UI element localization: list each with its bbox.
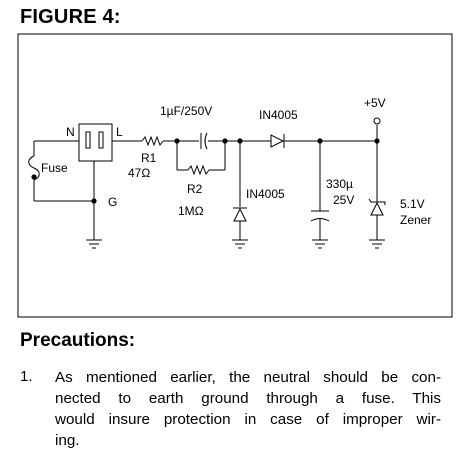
- list-item-line: As mentioned earlier, the neutral should…: [55, 369, 441, 386]
- shunt-diode-label: IN4005: [246, 187, 285, 201]
- filter-cap-voltage-label: 25V: [333, 193, 354, 207]
- r1-resistor: [141, 135, 164, 147]
- junction-dot: [317, 138, 323, 144]
- series-diode-body: [270, 134, 285, 148]
- diagram-border: [17, 33, 453, 318]
- shunt-diode-body: [233, 207, 247, 222]
- plug-pin-neutral: [85, 131, 91, 149]
- ground-pin-label: G: [108, 195, 117, 209]
- r1-name-label: R1: [141, 151, 157, 165]
- plug-pin-live: [98, 131, 104, 149]
- r2-value-label: 1MΩ: [178, 204, 204, 218]
- list-item-line: nected to earth ground through a fuse. T…: [55, 390, 441, 407]
- filter-cap-plate-bottom: [310, 218, 330, 222]
- list-item-line: ing.: [55, 432, 80, 449]
- ground-symbol: [312, 239, 328, 249]
- vplus-terminal: [373, 117, 381, 125]
- ground-symbol: [369, 239, 385, 249]
- series-diode-label: IN4005: [259, 108, 298, 122]
- list-item-line: would insure protection in case of impro…: [55, 411, 441, 428]
- junction-dot: [31, 174, 37, 180]
- zener-value-label: 5.1V: [400, 197, 425, 211]
- capacitor-label: 1µF/250V: [160, 104, 212, 118]
- capacitor-plate-right: [204, 132, 208, 150]
- fuse-label: Fuse: [41, 161, 68, 175]
- zener-name-label: Zener: [400, 213, 431, 227]
- r2-resistor: [187, 164, 210, 176]
- precautions-heading: Precautions:: [20, 330, 136, 351]
- fuse-symbol: [28, 155, 40, 181]
- zener-bar: [368, 198, 386, 205]
- zener-body: [370, 201, 384, 216]
- junction-dot: [91, 198, 97, 204]
- list-item-number: 1.: [20, 368, 33, 385]
- live-label: L: [116, 125, 123, 139]
- ground-symbol: [86, 239, 102, 249]
- filter-cap-value-label: 330µ: [326, 177, 353, 191]
- figure-title: FIGURE 4:: [20, 6, 121, 28]
- ground-symbol: [232, 239, 248, 249]
- junction-dot: [237, 138, 243, 144]
- junction-dot: [374, 138, 380, 144]
- neutral-label: N: [66, 125, 75, 139]
- r1-value-label: 47Ω: [128, 166, 150, 180]
- junction-dot: [222, 138, 228, 144]
- junction-dot: [174, 138, 180, 144]
- r2-name-label: R2: [187, 182, 203, 196]
- plug-body: [78, 123, 113, 162]
- vplus-label: +5V: [364, 96, 386, 110]
- list-item: As mentioned earlier, the neutral should…: [55, 367, 441, 451]
